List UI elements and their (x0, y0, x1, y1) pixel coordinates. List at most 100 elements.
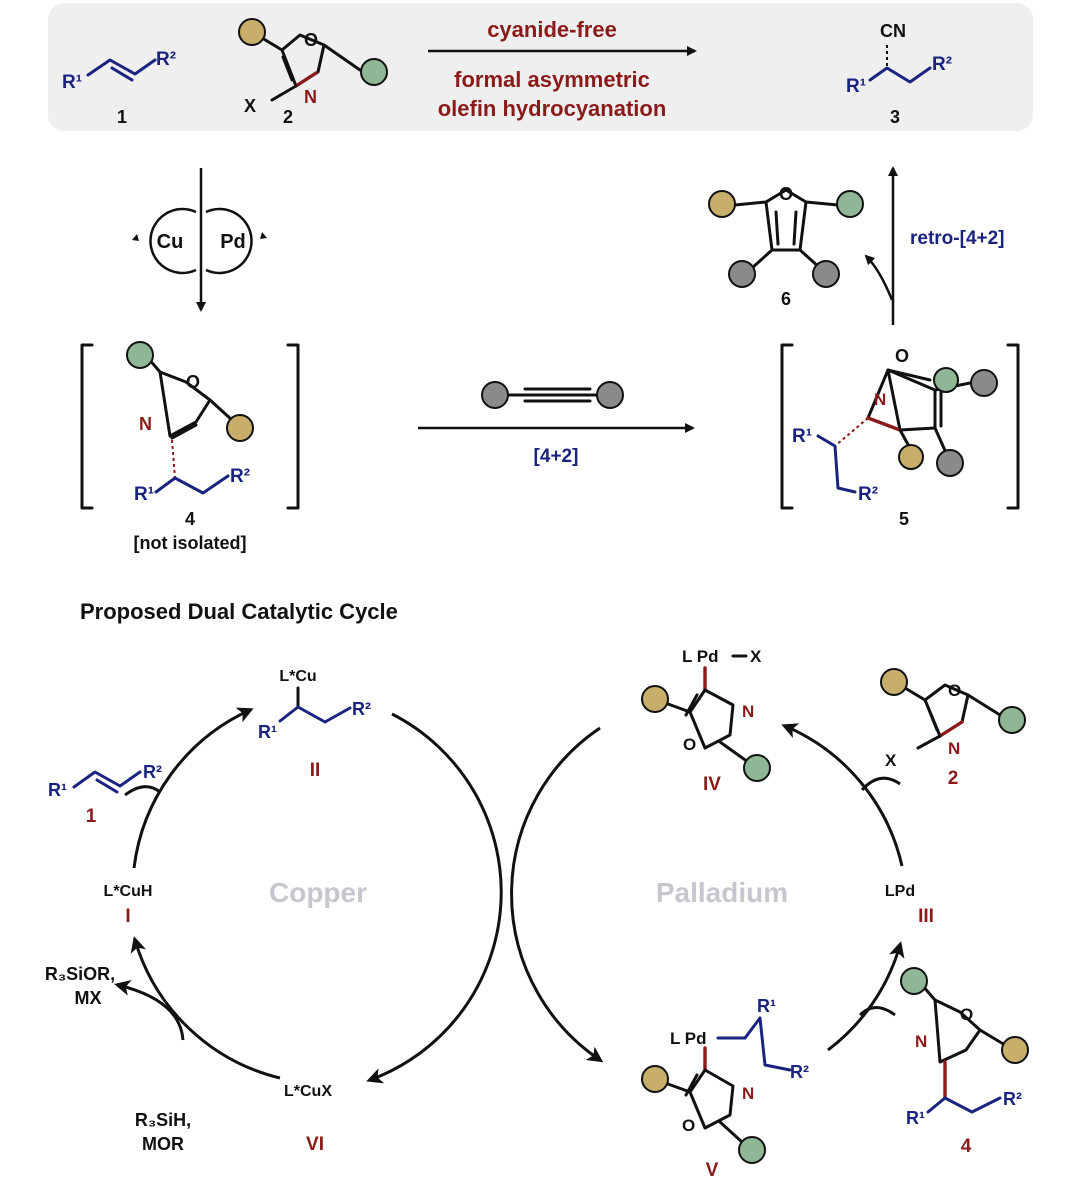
r3sih-label: R₃SiH, (135, 1110, 191, 1130)
oxygen-label: O (682, 1116, 695, 1135)
retro-branch-arrow (864, 254, 894, 301)
compound-2-cycle-label: 2 (948, 768, 959, 789)
compound-5-label: 5 (899, 509, 909, 529)
r2-label: R² (932, 54, 952, 75)
product-exit-arc (858, 1006, 896, 1017)
oxygen-label: O (960, 1005, 973, 1024)
palladium-cycle-left-arc (510, 726, 604, 1063)
oxygen-label: O (948, 681, 961, 700)
intermediate-iv-label: IV (703, 774, 721, 795)
r2-label: R² (143, 762, 162, 782)
x-label: X (885, 751, 897, 770)
cu-cycle-arc (149, 207, 197, 275)
lcux-label: L*CuX (284, 1083, 332, 1100)
copper-cycle-lower-arc (130, 936, 281, 1080)
r1-label: R¹ (757, 996, 776, 1016)
compound-5-bracketed: O N R¹ R² 5 (780, 343, 1020, 529)
lcu-label: L*Cu (279, 668, 316, 685)
r1-label: R¹ (62, 72, 82, 93)
mx-label: MX (75, 988, 102, 1008)
mor-label: MOR (142, 1134, 184, 1154)
intermediate-v-label: V (706, 1160, 719, 1181)
copper-cycle-label: Copper (269, 877, 367, 908)
lpd-iii-label: LPd (885, 883, 915, 900)
palladium-cycle-label: Palladium (656, 877, 788, 908)
nitrile-3: CN R¹ R² 3 (846, 21, 952, 127)
overview-panel (48, 3, 1033, 131)
compound-4-bracketed: N O R¹ R² 4 [not isolated] (80, 341, 300, 553)
alkyl-copper-ii: L*Cu R¹ R² II (258, 668, 371, 781)
oxazole-2: O N X 2 (238, 18, 388, 127)
intermediate-iii-label: III (918, 906, 934, 927)
r2-label: R² (352, 699, 371, 719)
r2-label: R² (230, 466, 250, 487)
nitrogen-label: N (742, 1084, 754, 1103)
x-label: X (750, 647, 762, 666)
formal-asymmetric-label: formal asymmetric (454, 67, 650, 92)
alkyne-reagent (481, 381, 624, 409)
oxygen-label: O (779, 184, 793, 204)
cyanide-free-label: cyanide-free (487, 17, 617, 42)
oxygen-label: O (683, 735, 696, 754)
intermediate-ii-label: II (310, 760, 321, 781)
r2-label: R² (790, 1062, 809, 1082)
alkene-1-cycle: R¹ R² 1 (48, 762, 162, 827)
alkene-entry-arc (124, 785, 161, 797)
nitrogen-label: N (948, 739, 960, 758)
r1-label: R¹ (48, 780, 67, 800)
x-label: X (244, 96, 256, 116)
oxygen-label: O (895, 346, 909, 366)
lpd-label: L Pd (670, 1029, 707, 1048)
alkyl-pd-v: L Pd R¹ R² O N V (641, 996, 809, 1181)
compound-6-label: 6 (781, 289, 791, 309)
lcuh-label: L*CuH (104, 883, 153, 900)
substituent-sphere-tan (238, 18, 266, 46)
alkene-1: R¹ R² 1 (62, 49, 176, 127)
cn-label: CN (880, 21, 906, 41)
nitrogen-label: N (742, 702, 754, 721)
nitrogen-label: N (874, 390, 886, 409)
palladium-cycle-lower-arc (827, 941, 905, 1052)
compound-3-label: 3 (890, 107, 900, 127)
oxazole-entry-arc (860, 776, 901, 792)
retro-label: retro-[4+2] (910, 228, 1005, 249)
r1-label: R¹ (134, 484, 154, 505)
compound-1-label: 1 (117, 107, 127, 127)
pd-label: Pd (220, 231, 246, 253)
olefin-hydrocyanation-label: olefin hydrocyanation (438, 96, 667, 121)
copper-cycle-right-arc (366, 712, 503, 1084)
r1-label: R¹ (906, 1108, 925, 1128)
silane-exit-arc (114, 980, 185, 1041)
furan-6: O 6 (708, 184, 864, 309)
compound-4-cycle: N O R¹ R² 4 (900, 967, 1029, 1157)
cycloaddition-label: [4+2] (534, 446, 579, 467)
oxazole-2-cycle: O N X 2 (880, 668, 1026, 789)
lpd-label: L Pd (682, 647, 719, 666)
intermediate-i-label: I (125, 906, 130, 927)
nitrogen-label: N (304, 87, 317, 107)
intermediate-vi-label: VI (306, 1134, 324, 1155)
oxygen-label: O (304, 30, 318, 50)
r1-label: R¹ (846, 76, 866, 97)
r1-label: R¹ (792, 426, 812, 447)
compound-4-label: 4 (185, 509, 195, 529)
r2-label: R² (1003, 1089, 1022, 1109)
nitrogen-label: N (139, 414, 152, 434)
palladium-cycle-upper-arc (781, 723, 904, 867)
nitrogen-label: N (915, 1032, 927, 1051)
pd-cycle-arc (205, 207, 253, 275)
cycle-title: Proposed Dual Catalytic Cycle (80, 599, 398, 624)
compound-1-cycle-label: 1 (86, 806, 97, 827)
r3sior-label: R₃SiOR, (45, 964, 115, 984)
oxygen-label: O (186, 372, 200, 392)
not-isolated-label: [not isolated] (134, 533, 247, 553)
compound-4-cycle-label: 4 (961, 1136, 972, 1157)
cu-label: Cu (157, 231, 184, 253)
copper-cycle-upper-arc (132, 707, 254, 869)
substituent-sphere-green (360, 58, 388, 86)
r2-label: R² (156, 49, 176, 70)
r1-label: R¹ (258, 722, 277, 742)
compound-2-label: 2 (283, 107, 293, 127)
oxazolyl-pd-iv: L Pd X O N IV (641, 647, 771, 795)
